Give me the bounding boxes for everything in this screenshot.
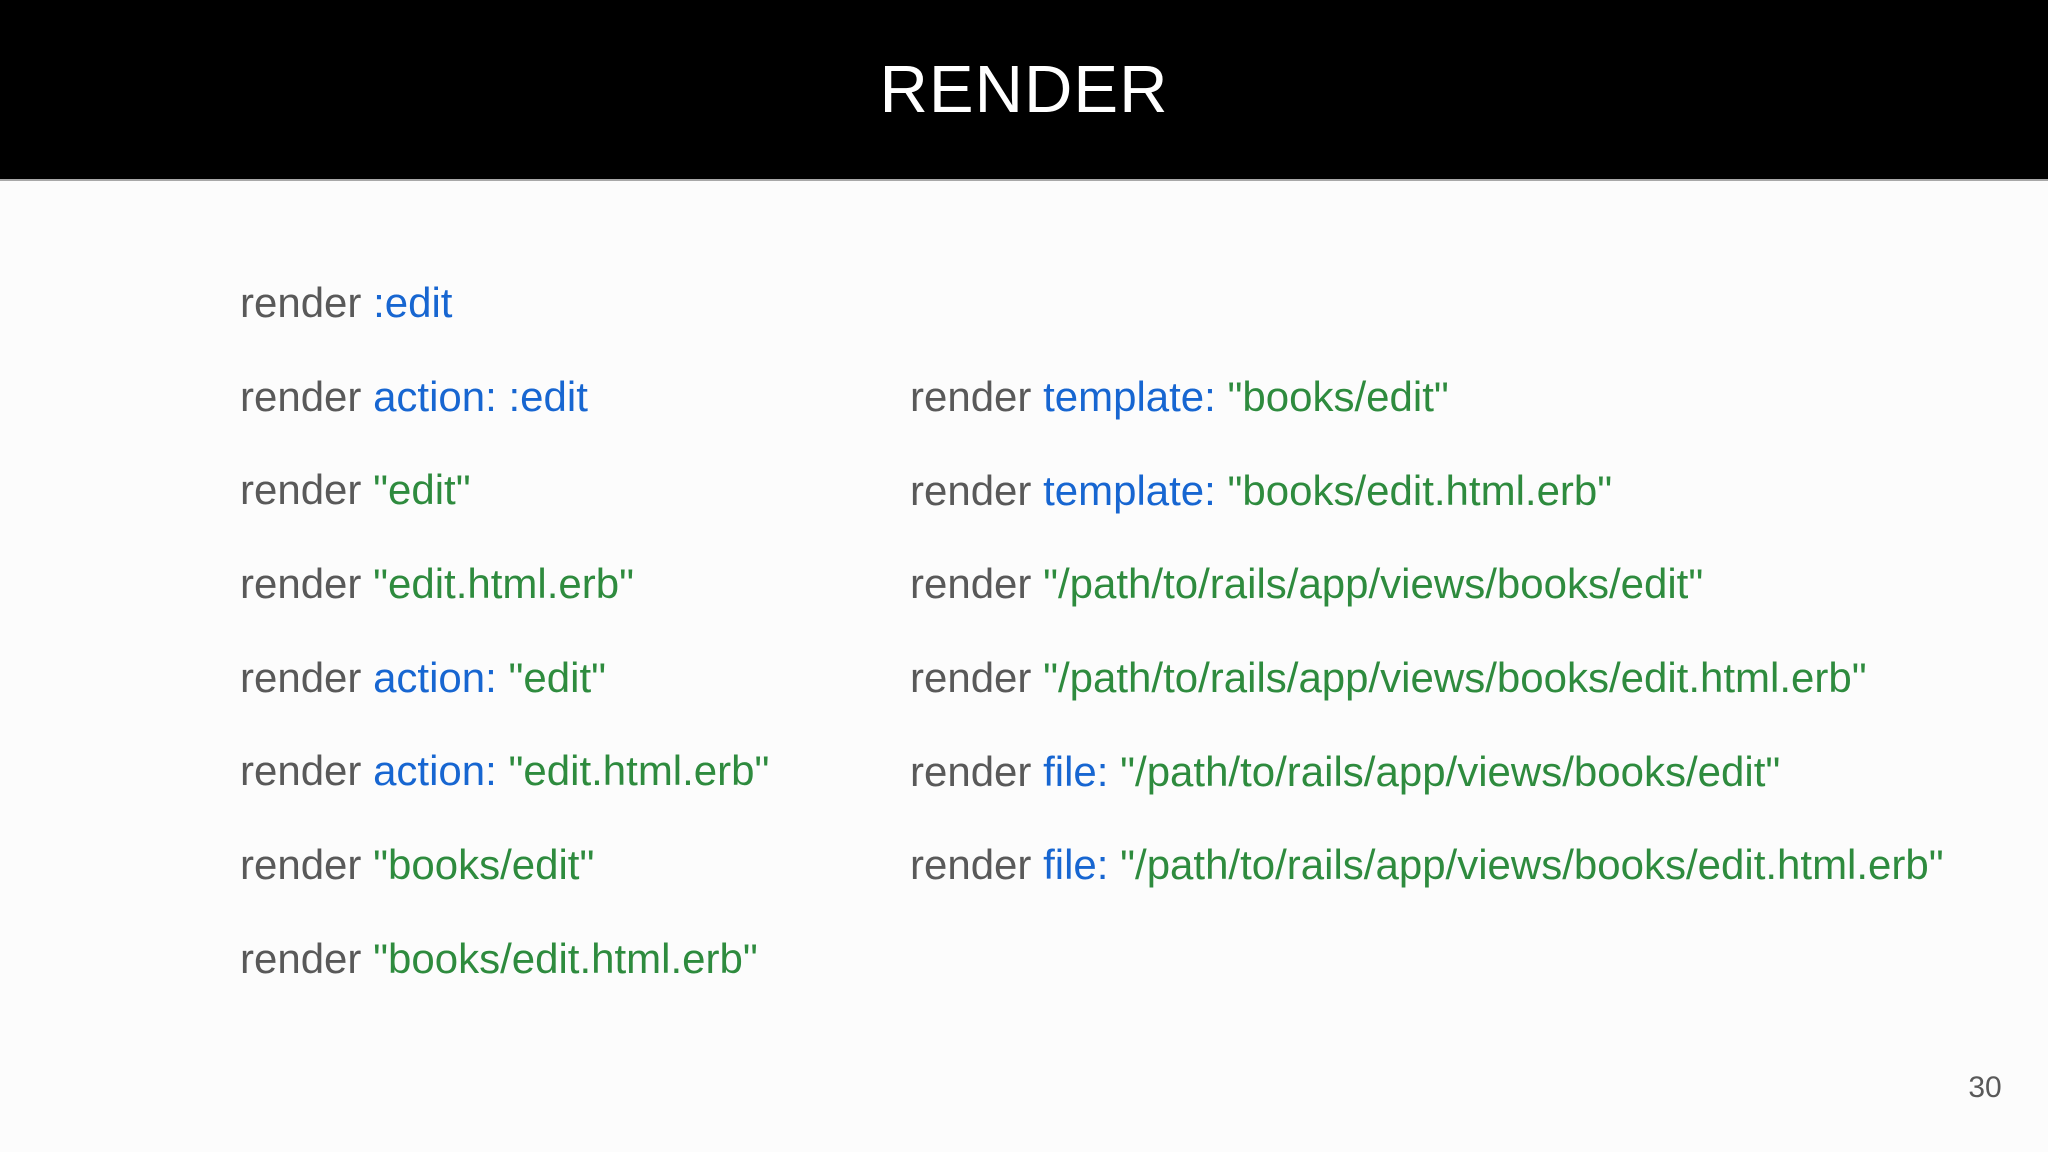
code-segment-default: render <box>910 747 1044 795</box>
code-line: render template: "books/edit.html.erb" <box>910 444 1944 538</box>
code-segment-default: render <box>910 841 1044 889</box>
code-segment-string: "/path/to/rails/app/views/books/edit" <box>1120 747 1781 795</box>
code-segment-default <box>497 373 509 420</box>
code-segment-string: "edit.html.erb" <box>373 560 634 608</box>
code-segment-default: render <box>240 934 374 982</box>
code-segment-keyword: action: <box>373 653 497 701</box>
code-segment-default: render <box>240 841 374 889</box>
code-segment-default <box>1108 841 1120 888</box>
code-line: render action: "edit" <box>240 631 769 725</box>
title-banner: RENDER <box>0 0 2048 181</box>
code-segment-keyword: template: <box>1043 373 1216 420</box>
code-segment-default <box>1216 373 1228 420</box>
code-line: render "/path/to/rails/app/views/books/e… <box>910 631 1944 725</box>
code-line: render action: "edit.html.erb" <box>240 724 769 818</box>
code-segment-keyword: template: <box>1043 466 1216 514</box>
code-line: render template: "books/edit" <box>910 350 1944 444</box>
code-line: render "/path/to/rails/app/views/books/e… <box>910 537 1944 631</box>
code-segment-keyword: :edit <box>373 279 453 326</box>
code-segment-default: render <box>240 560 374 608</box>
code-segment-default: render <box>240 279 374 326</box>
code-segment-string: "/path/to/rails/app/views/books/edit.htm… <box>1043 654 1867 702</box>
code-segment-default: render <box>240 747 374 795</box>
code-segment-keyword: file: <box>1043 747 1109 795</box>
code-segment-default <box>497 654 509 701</box>
code-segment-string: "/path/to/rails/app/views/books/edit" <box>1043 560 1704 608</box>
code-segment-string: "books/edit" <box>373 841 595 889</box>
page-number: 30 <box>1968 1071 2002 1104</box>
code-segment-string: "edit" <box>508 653 607 701</box>
code-line: render file: "/path/to/rails/app/views/b… <box>910 818 1944 912</box>
code-segment-default: render <box>910 466 1044 514</box>
code-line: render "edit" <box>240 443 769 537</box>
code-segment-default: render <box>240 466 374 514</box>
right-code-column: render template: "books/edit"render temp… <box>910 350 1944 912</box>
code-segment-default: render <box>240 653 374 701</box>
slide-title: RENDER <box>879 52 1169 127</box>
code-segment-string: "books/edit" <box>1227 373 1449 420</box>
code-segment-keyword: action: <box>373 747 497 795</box>
code-line: render action: :edit <box>240 350 769 444</box>
code-segment-string: "books/edit.html.erb" <box>373 934 758 982</box>
code-segment-default: render <box>910 373 1044 420</box>
code-segment-default: render <box>240 372 374 420</box>
code-segment-default <box>497 747 509 794</box>
code-segment-keyword: file: <box>1043 841 1109 889</box>
code-segment-default: render <box>910 560 1044 608</box>
code-segment-string: "edit.html.erb" <box>508 747 770 795</box>
code-segment-string: "edit" <box>373 466 471 514</box>
code-segment-default: render <box>910 654 1044 702</box>
code-segment-default <box>1108 748 1120 795</box>
code-segment-keyword: :edit <box>508 372 588 420</box>
code-line: render file: "/path/to/rails/app/views/b… <box>910 725 1944 819</box>
code-line: render :edit <box>240 256 769 350</box>
code-segment-string: "books/edit.html.erb" <box>1227 466 1613 514</box>
code-line: render "books/edit.html.erb" <box>240 912 769 1006</box>
code-segment-default <box>1216 467 1228 514</box>
code-line: render "edit.html.erb" <box>240 537 769 631</box>
code-line: render "books/edit" <box>240 818 769 912</box>
code-segment-keyword: action: <box>373 372 497 420</box>
code-segment-string: "/path/to/rails/app/views/books/edit.htm… <box>1120 841 1944 889</box>
